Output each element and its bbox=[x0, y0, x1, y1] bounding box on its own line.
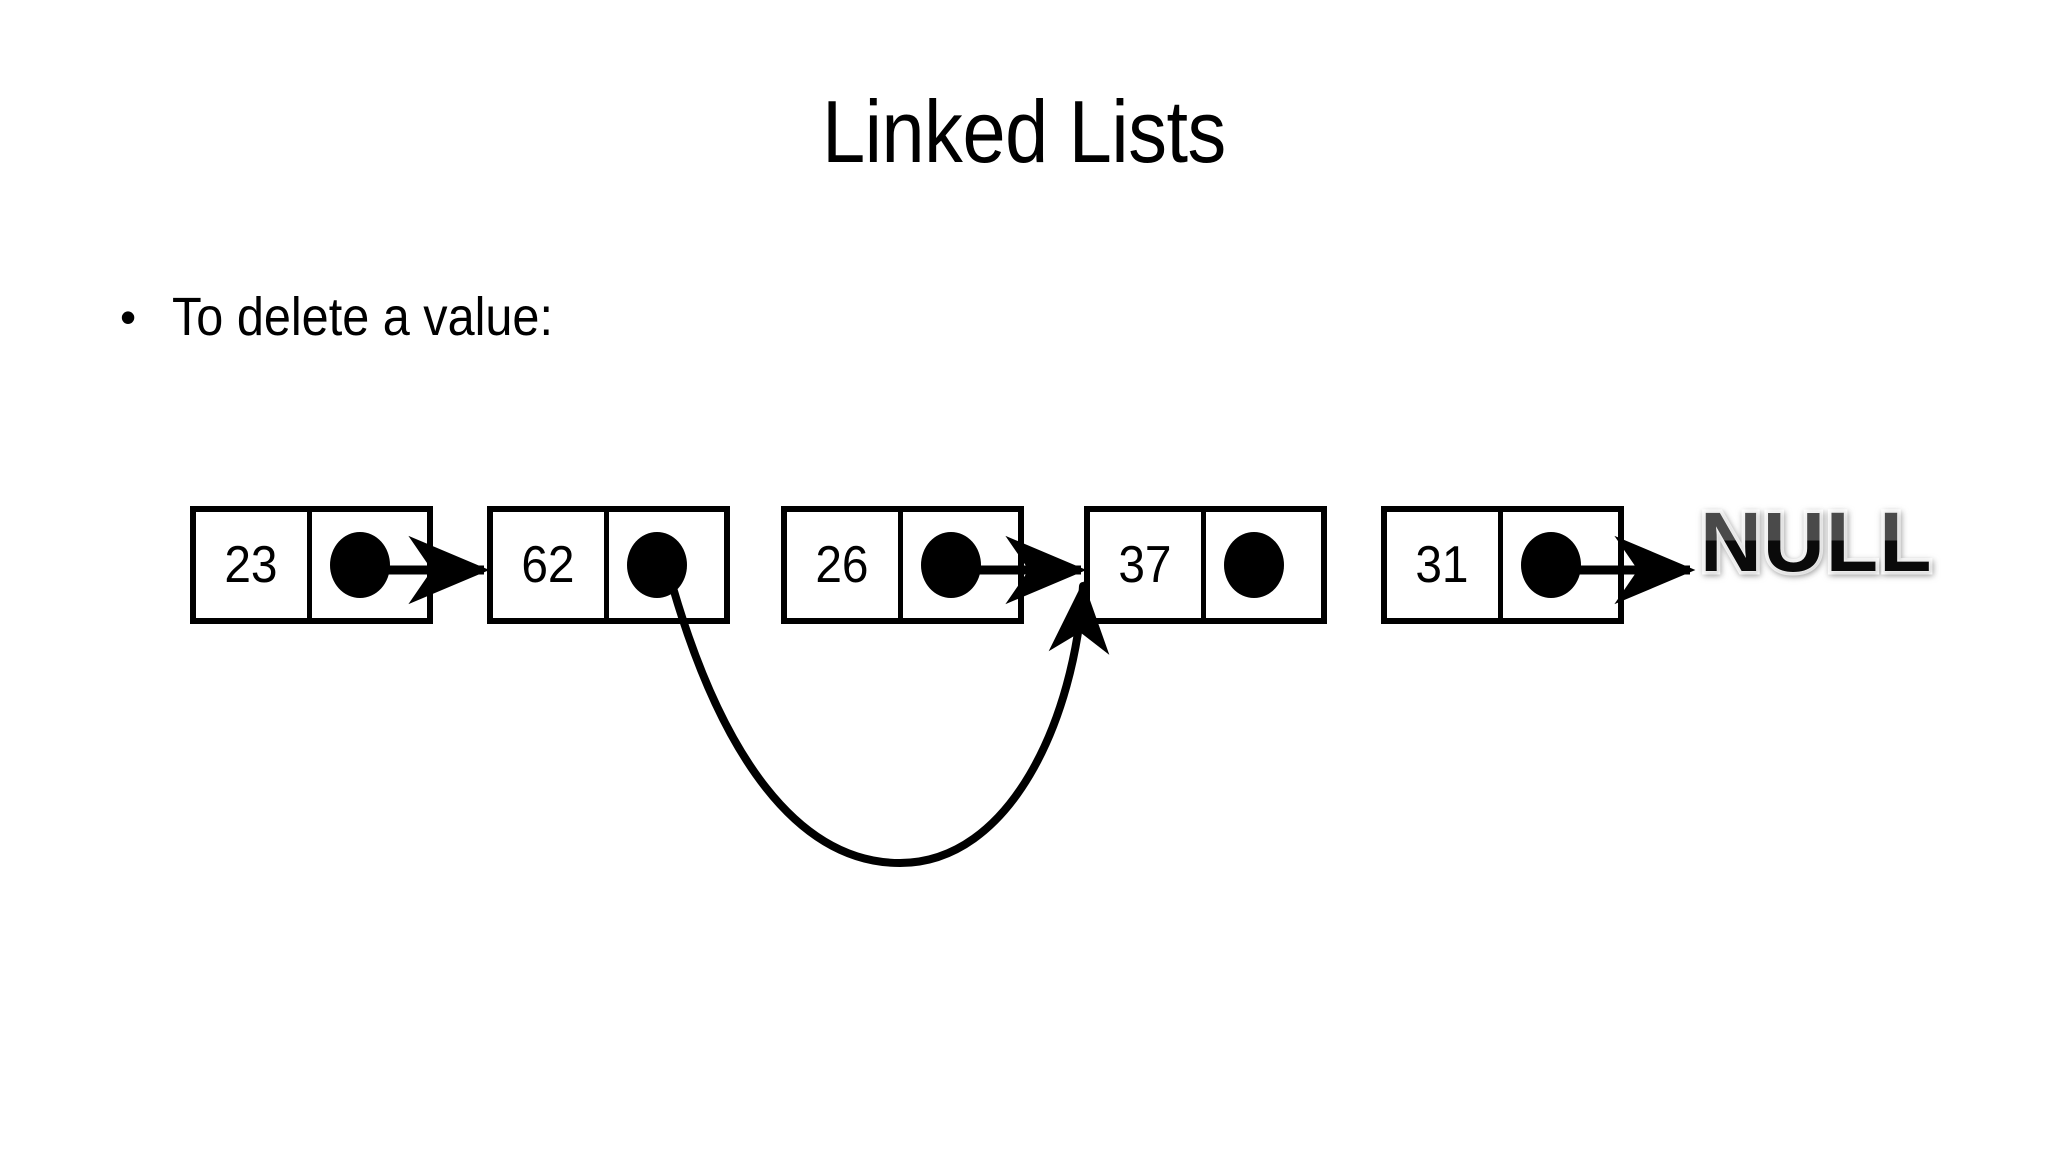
list-item: • To delete a value: bbox=[112, 284, 1412, 350]
node-value-cell-2: 26 bbox=[787, 512, 903, 618]
pointer-dot-icon bbox=[1223, 532, 1284, 598]
node-value-cell-1: 62 bbox=[493, 512, 609, 618]
node-value-cell-0: 23 bbox=[196, 512, 312, 618]
pointer-dot-icon bbox=[329, 532, 390, 598]
list-node-0: 23 bbox=[190, 506, 433, 624]
node-pointer-cell-2 bbox=[903, 512, 1019, 618]
node-value-cell-3: 37 bbox=[1090, 512, 1206, 618]
bullet-list: • To delete a value: bbox=[112, 284, 1412, 350]
node-pointer-cell-4 bbox=[1503, 512, 1619, 618]
list-node-1: 62 bbox=[487, 506, 730, 624]
node-pointer-cell-3 bbox=[1206, 512, 1322, 618]
list-node-3: 37 bbox=[1084, 506, 1327, 624]
bullet-item-label: To delete a value: bbox=[172, 287, 553, 347]
pointer-dot-icon bbox=[626, 532, 687, 598]
null-terminator-outline: NULL bbox=[1696, 497, 1935, 588]
node-value-label-4: 31 bbox=[1415, 536, 1469, 594]
pointer-dot-icon bbox=[1520, 532, 1581, 598]
pointer-dot-icon bbox=[920, 532, 981, 598]
node-pointer-cell-0 bbox=[312, 512, 428, 618]
node-value-cell-4: 31 bbox=[1387, 512, 1503, 618]
node-value-label-3: 37 bbox=[1118, 536, 1172, 594]
node-value-label-2: 26 bbox=[815, 536, 869, 594]
node-pointer-cell-1 bbox=[609, 512, 725, 618]
node-value-label-0: 23 bbox=[224, 536, 278, 594]
null-terminator-label: NULL bbox=[1700, 495, 1933, 589]
page-title: Linked Lists bbox=[822, 82, 1226, 181]
node-value-label-1: 62 bbox=[521, 536, 575, 594]
list-node-2: 26 bbox=[781, 506, 1024, 624]
list-node-4: 31 bbox=[1381, 506, 1624, 624]
bullet-point-icon: • bbox=[120, 291, 137, 343]
